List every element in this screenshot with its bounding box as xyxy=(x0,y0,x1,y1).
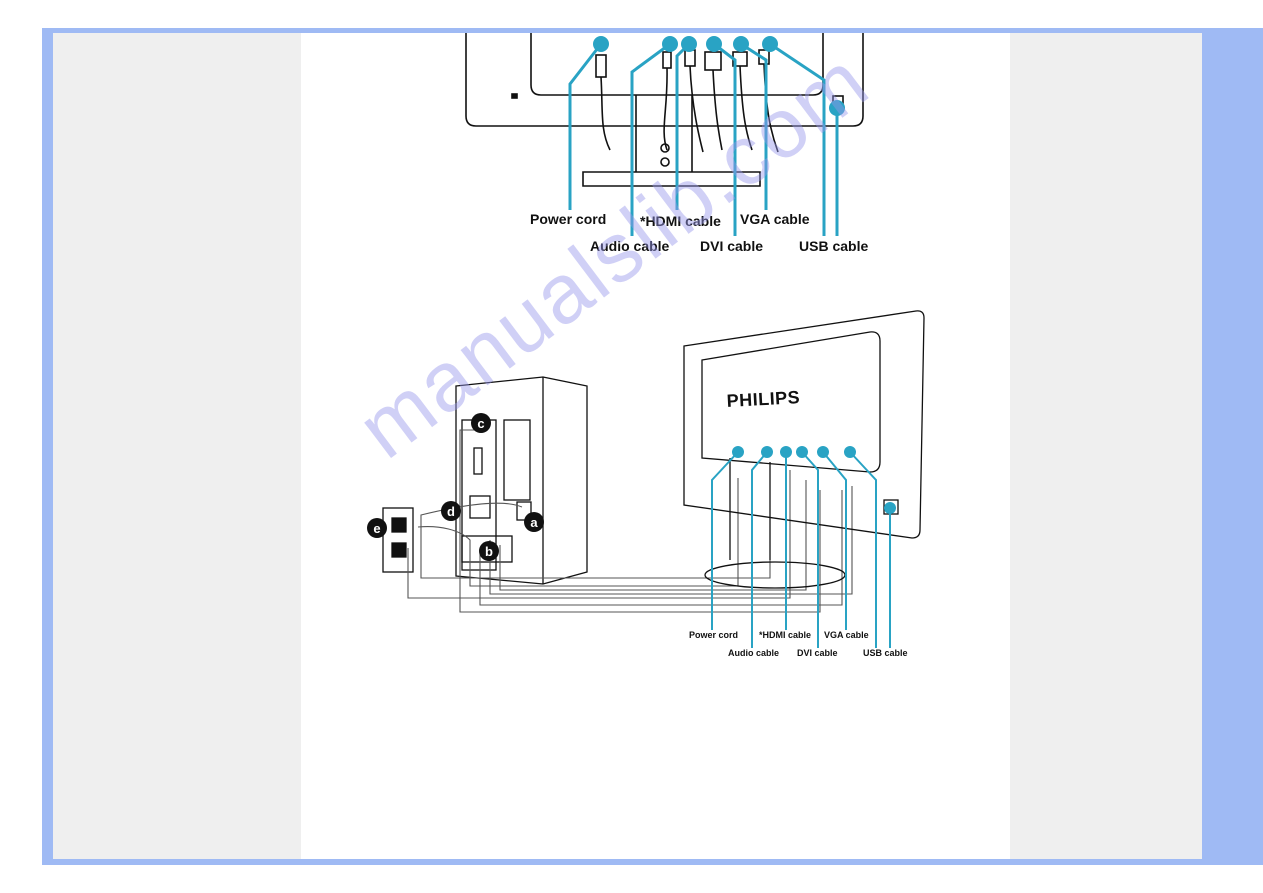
left-sidebar xyxy=(53,33,301,859)
top-label-usb-cable: USB cable xyxy=(799,238,868,254)
right-sidebar xyxy=(1010,33,1202,859)
marker-b: b xyxy=(485,544,493,559)
top-label-power-cord: Power cord xyxy=(530,211,606,227)
top-callouts xyxy=(568,42,839,236)
bottom-label-dvi-cable: DVI cable xyxy=(797,648,838,658)
marker-a: a xyxy=(530,515,538,530)
bottom-label-usb-cable: USB cable xyxy=(863,648,908,658)
top-callout-dots xyxy=(593,36,845,116)
marker-d: d xyxy=(447,504,455,519)
bottom-callouts xyxy=(711,451,891,648)
top-label-hdmi-cable: *HDMI cable xyxy=(640,213,721,229)
bottom-label-audio-cable: Audio cable xyxy=(728,648,779,658)
bottom-label-hdmi-cable: *HDMI cable xyxy=(759,630,811,640)
marker-c: c xyxy=(477,416,484,431)
pc-monitor-cables xyxy=(407,429,853,613)
top-label-dvi-cable: DVI cable xyxy=(700,238,763,254)
content-area xyxy=(301,33,1010,859)
bottom-callout-dots xyxy=(732,446,896,514)
philips-brand-logo: PHILIPS xyxy=(726,387,800,411)
connection-markers: a b c d e xyxy=(367,413,544,561)
bottom-label-vga-cable: VGA cable xyxy=(824,630,869,640)
top-label-audio-cable: Audio cable xyxy=(590,238,670,254)
bottom-label-power-cord: Power cord xyxy=(689,630,738,640)
top-label-vga-cable: VGA cable xyxy=(740,211,810,227)
wall-outlet-illustration xyxy=(382,507,414,573)
marker-e: e xyxy=(373,521,380,536)
